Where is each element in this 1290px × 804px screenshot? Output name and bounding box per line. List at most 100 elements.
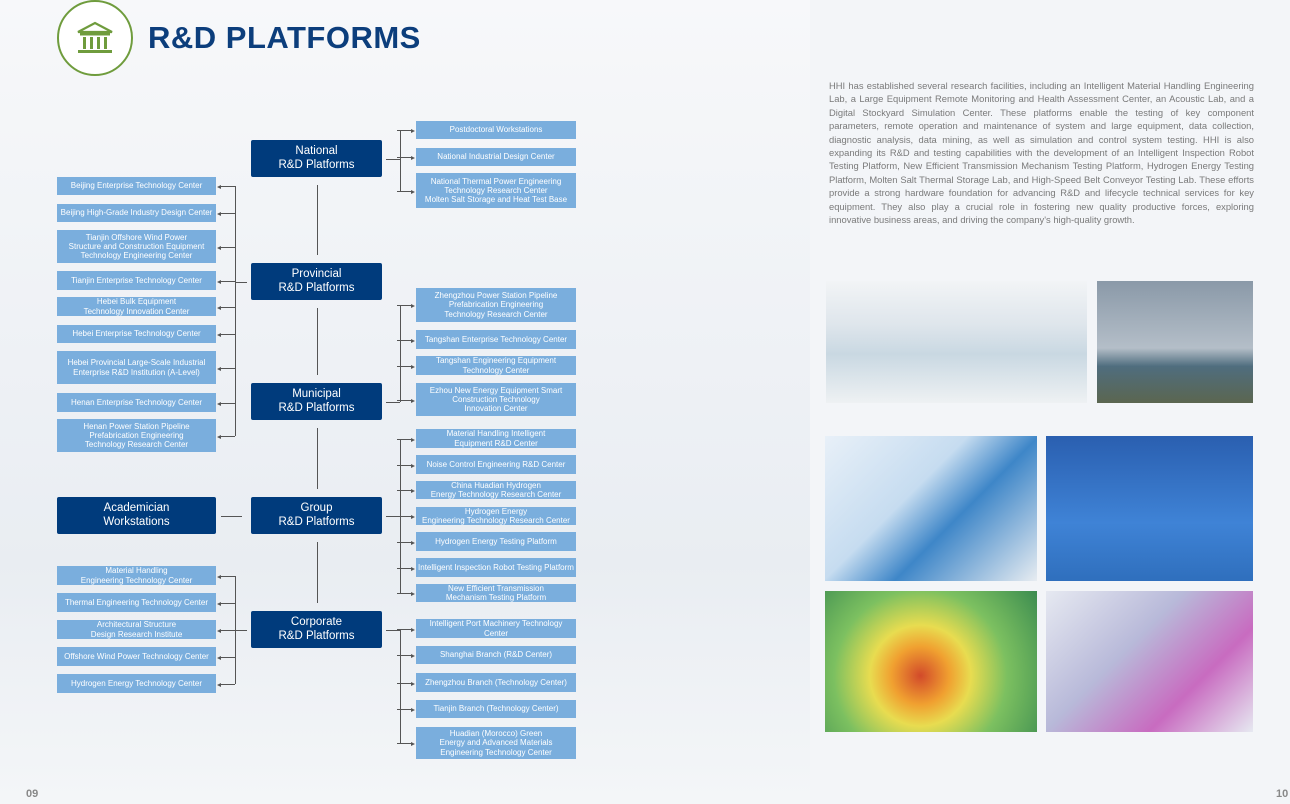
- logo-badge: [57, 0, 133, 76]
- platform-item: Hydrogen Energy Technology Center: [57, 674, 216, 693]
- arrow-left-icon: [217, 211, 221, 216]
- arrow-right-icon: [411, 155, 415, 160]
- platform-item: Ezhou New Energy Equipment Smart Constru…: [416, 383, 576, 416]
- connector-line: [386, 159, 400, 160]
- connector-line: [397, 709, 411, 710]
- arrow-right-icon: [411, 741, 415, 746]
- platform-item: Noise Control Engineering R&D Center: [416, 455, 576, 474]
- platform-level-box: Provincial R&D Platforms: [251, 263, 382, 300]
- platform-item: Material Handling Intelligent Equipment …: [416, 429, 576, 448]
- connector-line: [400, 628, 401, 743]
- noise-contour-map-image: [825, 591, 1037, 732]
- connector-line: [221, 630, 235, 631]
- connector-line: [397, 516, 411, 517]
- connector-line: [397, 439, 411, 440]
- academician-workstations-box: Academician Workstations: [57, 497, 216, 534]
- connector-line: [235, 186, 236, 436]
- connector-line: [221, 516, 242, 517]
- platform-item: Tangshan Enterprise Technology Center: [416, 330, 576, 349]
- connector-line: [221, 247, 235, 248]
- platform-item: Zhengzhou Branch (Technology Center): [416, 673, 576, 692]
- platform-item: National Thermal Power Engineering Techn…: [416, 173, 576, 208]
- arrow-right-icon: [411, 189, 415, 194]
- platform-item: Zhengzhou Power Station Pipeline Prefabr…: [416, 288, 576, 322]
- platform-item: Material Handling Engineering Technology…: [57, 566, 216, 585]
- arrow-right-icon: [411, 707, 415, 712]
- arrow-right-icon: [411, 364, 415, 369]
- page-number-right: 10: [1276, 788, 1289, 800]
- arrow-right-icon: [411, 128, 415, 133]
- platform-item: Tianjin Branch (Technology Center): [416, 700, 576, 718]
- arrow-left-icon: [217, 366, 221, 371]
- connector-line: [221, 684, 235, 685]
- platform-item: Architectural Structure Design Research …: [57, 620, 216, 639]
- arrow-left-icon: [217, 332, 221, 337]
- connector-line: [317, 308, 318, 375]
- page-number-left: 09: [26, 788, 39, 800]
- connector-line: [397, 542, 411, 543]
- connector-line: [397, 157, 411, 158]
- arrow-right-icon: [411, 681, 415, 686]
- connector-line: [397, 743, 411, 744]
- connector-line: [400, 130, 401, 191]
- platform-item: New Efficient Transmission Mechanism Tes…: [416, 584, 576, 602]
- platform-item: Postdoctoral Workstations: [416, 121, 576, 139]
- platform-level-box: Group R&D Platforms: [251, 497, 382, 534]
- platform-item: Offshore Wind Power Technology Center: [57, 647, 216, 666]
- arrow-right-icon: [411, 514, 415, 519]
- connector-line: [400, 438, 401, 593]
- arrow-left-icon: [217, 434, 221, 439]
- connector-line: [397, 490, 411, 491]
- arrow-left-icon: [217, 574, 221, 579]
- arrow-left-icon: [217, 279, 221, 284]
- connector-line: [400, 305, 401, 402]
- platform-item: Hebei Enterprise Technology Center: [57, 325, 216, 343]
- institution-building-icon: [77, 21, 113, 53]
- platform-level-box: National R&D Platforms: [251, 140, 382, 177]
- connector-line: [317, 542, 318, 603]
- connector-line: [221, 186, 235, 187]
- connector-line: [397, 629, 411, 630]
- arrow-left-icon: [217, 601, 221, 606]
- platform-item: Henan Power Station Pipeline Prefabricat…: [57, 419, 216, 452]
- connector-line: [397, 305, 411, 306]
- connector-line: [386, 630, 400, 631]
- arrow-right-icon: [411, 653, 415, 658]
- connector-line: [397, 366, 411, 367]
- connector-line: [397, 465, 411, 466]
- arrow-left-icon: [217, 628, 221, 633]
- connector-line: [397, 340, 411, 341]
- platform-item: Hebei Provincial Large-Scale Industrial …: [57, 351, 216, 384]
- connector-line: [221, 334, 235, 335]
- connector-line: [397, 683, 411, 684]
- platform-item: Huadian (Morocco) Green Energy and Advan…: [416, 727, 576, 759]
- connector-line: [221, 576, 235, 577]
- platform-item: Tangshan Engineering Equipment Technolog…: [416, 356, 576, 375]
- connector-line: [235, 630, 247, 631]
- arrow-right-icon: [411, 463, 415, 468]
- lab-showroom-photo: [826, 281, 1087, 403]
- arrow-right-icon: [411, 488, 415, 493]
- arrow-left-icon: [217, 245, 221, 250]
- connector-line: [221, 307, 235, 308]
- platform-item: Beijing High-Grade Industry Design Cente…: [57, 204, 216, 222]
- ansys-crane-simulation-image: [825, 436, 1037, 581]
- platform-item: National Industrial Design Center: [416, 148, 576, 166]
- platform-item: Intelligent Inspection Robot Testing Pla…: [416, 558, 576, 577]
- arrow-right-icon: [411, 303, 415, 308]
- connector-line: [221, 403, 235, 404]
- connector-line: [386, 516, 400, 517]
- connector-line: [221, 281, 235, 282]
- platform-item: Hydrogen Energy Engineering Technology R…: [416, 507, 576, 525]
- arrow-right-icon: [411, 566, 415, 571]
- platform-level-box: Municipal R&D Platforms: [251, 383, 382, 420]
- arrow-right-icon: [411, 540, 415, 545]
- platform-item: Tianjin Enterprise Technology Center: [57, 271, 216, 290]
- connector-line: [317, 428, 318, 489]
- connector-line: [397, 191, 411, 192]
- platform-item: Henan Enterprise Technology Center: [57, 393, 216, 412]
- connector-line: [397, 568, 411, 569]
- connector-line: [397, 655, 411, 656]
- platform-item: Beijing Enterprise Technology Center: [57, 177, 216, 195]
- page-title: R&D PLATFORMS: [148, 20, 421, 55]
